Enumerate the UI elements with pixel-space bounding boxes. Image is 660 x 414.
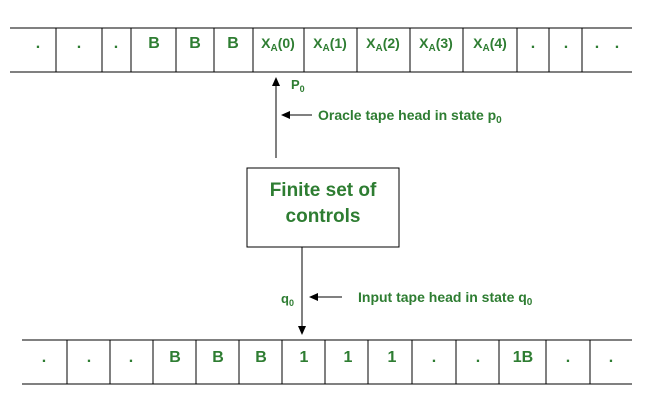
- input-cell-8: 1: [388, 349, 397, 366]
- oracle-tape: ... B B B XA(0) XA(1) XA(2) XA(3) XA(4)....: [10, 27, 632, 73]
- input-cell-13: .: [609, 349, 613, 366]
- input-cell-5: B: [255, 349, 267, 366]
- input-head-state: q0: [281, 291, 294, 308]
- input-cell-11: 1B: [513, 349, 533, 366]
- oracle-head-state: P0: [291, 77, 305, 94]
- input-cell-7: 1: [344, 349, 353, 366]
- input-tape: ... B B B 1 1 1.. 1B..: [22, 339, 632, 385]
- oracle-cell-4: B: [189, 35, 201, 52]
- input-tape-cells: ... B B B 1 1 1.. 1B..: [42, 340, 613, 384]
- oracle-cell-3: B: [148, 35, 160, 52]
- input-cell-2: .: [129, 349, 133, 366]
- oracle-cell-14: .: [615, 35, 619, 52]
- finite-control-line1: Finite set of: [270, 180, 377, 201]
- oracle-cell-13: .: [595, 35, 599, 52]
- input-cell-6: 1: [300, 349, 309, 366]
- oracle-tape-cells: ... B B B XA(0) XA(1) XA(2) XA(3) XA(4)....: [36, 28, 619, 72]
- oracle-head-label: Oracle tape head in state p0: [318, 107, 502, 126]
- oracle-cell-6: XA(0): [261, 35, 295, 54]
- finite-control-box: [246, 167, 400, 248]
- oracle-cell-9: XA(3): [419, 35, 453, 54]
- finite-control-line2: controls: [286, 206, 361, 227]
- input-cell-9: .: [432, 349, 436, 366]
- oracle-cell-2: .: [114, 35, 118, 52]
- input-cell-1: .: [87, 349, 91, 366]
- input-cell-10: .: [476, 349, 480, 366]
- input-cell-4: B: [212, 349, 224, 366]
- oracle-cell-8: XA(2): [366, 35, 400, 54]
- input-cell-0: .: [42, 349, 46, 366]
- input-cell-3: B: [169, 349, 181, 366]
- oracle-cell-7: XA(1): [313, 35, 347, 54]
- input-cell-12: .: [566, 349, 570, 366]
- oracle-cell-0: .: [36, 35, 40, 52]
- input-head-label: Input tape head in state q0: [358, 289, 533, 308]
- oracle-cell-10: XA(4): [473, 35, 507, 54]
- oracle-cell-11: .: [531, 35, 535, 52]
- oracle-cell-12: .: [564, 35, 568, 52]
- oracle-cell-1: .: [77, 35, 81, 52]
- oracle-cell-5: B: [227, 35, 239, 52]
